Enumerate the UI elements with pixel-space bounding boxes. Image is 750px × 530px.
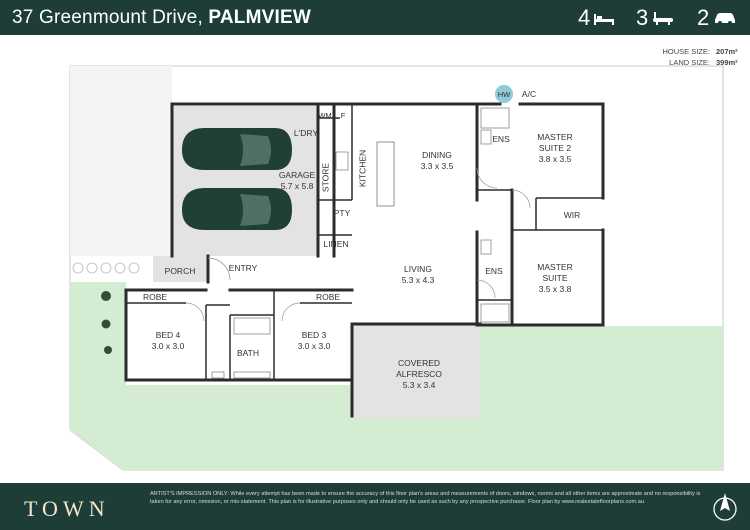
hot-water-marker [495,85,513,103]
interior-walls [126,104,603,380]
label-wir: WIR [563,210,581,220]
car-1 [182,128,292,170]
label-ac: A/C [521,89,537,99]
land-size-label: LAND SIZE: [669,58,710,67]
car-icon [715,12,736,25]
rear-lawn [352,326,723,470]
brand-logo: TOWN [24,496,110,521]
label-laundry: L'DRY [293,128,319,138]
label-entry: ENTRY [228,263,258,273]
car-2 [182,188,292,230]
car-count: 2 [697,4,738,31]
header-bar: 37 Greenmount Drive, PALMVIEW 4 3 2 [0,0,750,35]
walls [124,102,605,418]
house-size-label: HOUSE SIZE: [662,47,710,56]
bedroom-count: 4 [578,4,615,31]
fixtures [211,107,510,379]
disclaimer-text: ARTIST'S IMPRESSION ONLY: While every at… [150,491,701,505]
house-size-value: 207m² [716,47,738,56]
label-porch: PORCH [164,266,196,276]
label-ensuite-1: ENS [485,266,503,276]
door-swings [185,167,531,322]
property-address: 37 Greenmount Drive, PALMVIEW [12,7,311,29]
label-linen: LINEN [323,239,349,249]
footer-bar: TOWN ARTIST'S IMPRESSION ONLY: While eve… [0,483,750,530]
bathroom-count: 3 [636,4,675,31]
land-size-value: 399m² [716,58,738,67]
north-compass-icon [713,493,737,521]
label-bath: BATH [236,348,260,358]
address-suburb: PALMVIEW [208,7,311,28]
bath-icon [653,11,674,25]
size-summary: HOUSE SIZE: 207m² LAND SIZE: 399m² [662,46,738,68]
tree-icons [101,291,112,354]
front-lawn [70,282,352,470]
label-store: STORE [320,162,331,193]
label-pantry: PTY [333,208,351,218]
kitchen-island [376,141,395,207]
label-ensuite-2: ENS [492,134,510,144]
address-street: 37 Greenmount Drive, [12,7,203,28]
label-kitchen: KITCHEN [357,149,368,188]
alfresco-floor [352,324,480,418]
label-f: F [340,111,346,120]
bed-icon [594,13,615,25]
label-robe-bed4: ROBE [142,292,168,302]
driveway [70,66,172,256]
car-number: 2 [697,4,710,30]
label-hw: HW [497,90,511,99]
porch-floor [153,256,208,282]
garden-shrubs [72,262,140,274]
bathroom-number: 3 [636,4,649,30]
label-robe-bed3: ROBE [315,292,341,302]
bedroom-number: 4 [578,4,591,30]
label-wm: WM [318,111,332,120]
